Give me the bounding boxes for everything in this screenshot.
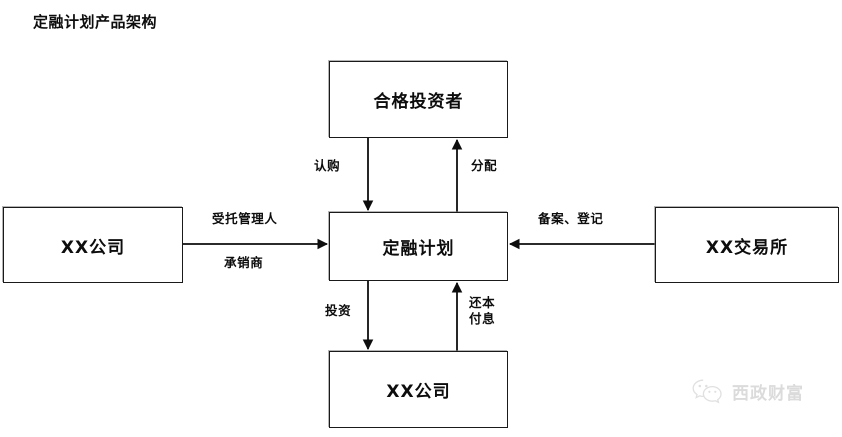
node-exchange[interactable]: XX交易所: [655, 207, 839, 283]
page-title: 定融计划产品架构: [33, 13, 158, 31]
edge-label-subscribe: 认购: [314, 158, 341, 173]
node-company-left[interactable]: XX公司: [3, 207, 183, 283]
node-financing-plan[interactable]: 定融计划: [329, 212, 508, 281]
node-company-bottom-label: XX公司: [386, 382, 451, 402]
edge-label-filing: 备案、登记: [538, 211, 604, 226]
edge-label-trustee: 受托管理人: [212, 211, 278, 226]
edge-label-repayment-line2: 付息: [469, 311, 496, 326]
edge-label-underwriter: 承销商: [224, 255, 264, 270]
edge-label-repayment-line1: 还本: [469, 295, 496, 310]
edge-label-distribute: 分配: [471, 158, 498, 173]
node-qualified-investors[interactable]: 合格投资者: [329, 61, 508, 138]
watermark: 西政财富: [690, 378, 804, 404]
node-qualified-investors-label: 合格投资者: [373, 92, 464, 112]
node-financing-plan-label: 定融计划: [382, 239, 455, 259]
node-exchange-label: XX交易所: [705, 237, 789, 258]
watermark-text: 西政财富: [732, 383, 804, 404]
node-company-bottom[interactable]: XX公司: [329, 351, 508, 428]
node-company-left-label: XX公司: [60, 237, 126, 258]
edge-label-invest: 投资: [325, 303, 352, 318]
wechat-icon: [692, 379, 722, 404]
edge-label-repayment: 还本 付息: [469, 295, 495, 327]
